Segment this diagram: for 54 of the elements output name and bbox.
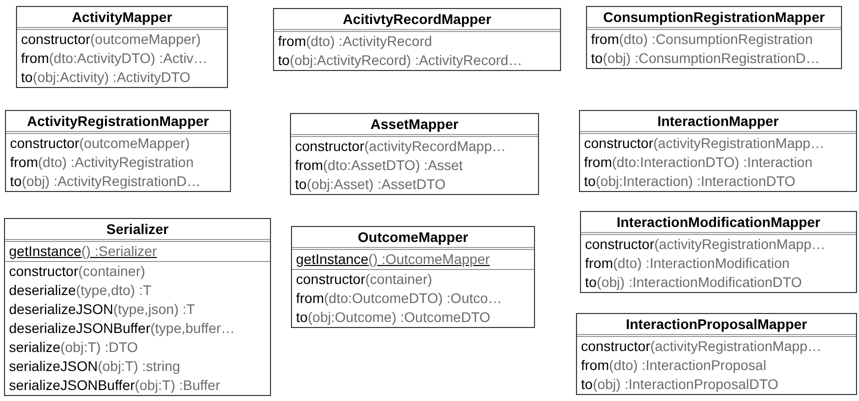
method-signature: deserializeJSON(type,json) :T bbox=[9, 300, 195, 319]
method-signature: from(dto) :InteractionModification bbox=[585, 254, 790, 273]
method-signature: from(dto:AssetDTO) :Asset bbox=[295, 156, 463, 175]
method-signature: to(obj:Activity) :ActivityDTO bbox=[21, 68, 190, 87]
method-signature: to(obj) :InteractionProposalDTO bbox=[581, 375, 778, 394]
class-box bbox=[4, 218, 271, 396]
method-signature: from(dto:InteractionDTO) :Interaction bbox=[584, 153, 812, 172]
method-signature: to(obj) :ActivityRegistrationD… bbox=[10, 172, 201, 191]
method-signature: from(dto) :InteractionProposal bbox=[581, 356, 766, 375]
method-signature: constructor(container) bbox=[296, 270, 432, 289]
method-signature: to(obj:Outcome) :OutcomeDTO bbox=[296, 308, 490, 327]
class-box bbox=[586, 6, 842, 69]
class-name: ConsumptionRegistrationMapper bbox=[603, 8, 825, 27]
class-name: ActivityRegistrationMapper bbox=[26, 112, 210, 131]
class-box bbox=[290, 113, 539, 195]
class-name: ActivityMapper bbox=[72, 8, 172, 27]
method-signature: from(dto:OutcomeDTO) :Outco… bbox=[296, 289, 502, 308]
method-signature: to(obj) :InteractionModificationDTO bbox=[585, 273, 802, 292]
class-name: OutcomeMapper bbox=[358, 228, 468, 247]
method-signature: serialize(obj:T) :DTO bbox=[9, 338, 138, 357]
method-signature: constructor(container) bbox=[9, 262, 146, 281]
method-signature: getInstance() :Serializer bbox=[9, 242, 157, 261]
method-signature: constructor(activityRegistrationMapp… bbox=[581, 337, 822, 356]
method-signature: to(obj:Interaction) :InteractionDTO bbox=[584, 172, 796, 191]
method-signature: constructor(activityRegistrationMapp… bbox=[585, 235, 826, 254]
class-box bbox=[579, 110, 857, 192]
method-signature: constructor(outcomeMapper) bbox=[10, 134, 190, 153]
class-box bbox=[580, 211, 857, 293]
method-signature: constructor(activityRecordMapp… bbox=[295, 137, 506, 156]
method-signature: from(dto) :ConsumptionRegistration bbox=[591, 30, 813, 49]
method-signature: constructor(activityRegistrationMapp… bbox=[584, 134, 824, 153]
class-name: Serializer bbox=[106, 220, 169, 239]
class-name: InteractionModificationMapper bbox=[616, 213, 820, 232]
class-box bbox=[291, 226, 535, 328]
method-signature: from(dto:ActivityDTO) :Activ… bbox=[21, 49, 208, 68]
class-box bbox=[5, 110, 231, 192]
class-name: AcitivtyRecordMapper bbox=[342, 10, 492, 29]
method-signature: from(dto) :ActivityRegistration bbox=[10, 153, 194, 172]
method-signature: getInstance() :OutcomeMapper bbox=[296, 250, 490, 269]
method-signature: constructor(outcomeMapper) bbox=[21, 30, 201, 49]
class-box bbox=[273, 8, 561, 71]
class-box bbox=[16, 6, 228, 88]
method-signature: from(dto) :ActivityRecord bbox=[278, 32, 432, 51]
method-signature: to(obj) :ConsumptionRegistrationD… bbox=[591, 49, 820, 68]
class-name: AssetMapper bbox=[370, 115, 458, 134]
method-signature: deserialize(type,dto) :T bbox=[9, 281, 152, 300]
class-name: InteractionMapper bbox=[657, 112, 779, 131]
method-signature: serializeJSONBuffer(obj:T) :Buffer bbox=[9, 376, 220, 395]
method-signature: to(obj:Asset) :AssetDTO bbox=[295, 175, 446, 194]
class-box bbox=[576, 313, 857, 395]
method-signature: to(obj:ActivityRecord) :ActivityRecord… bbox=[278, 51, 522, 70]
class-name: InteractionProposalMapper bbox=[626, 315, 808, 334]
method-signature: serializeJSON(obj:T) :string bbox=[9, 357, 180, 376]
method-signature: deserializeJSONBuffer(type,buffer… bbox=[9, 319, 235, 338]
